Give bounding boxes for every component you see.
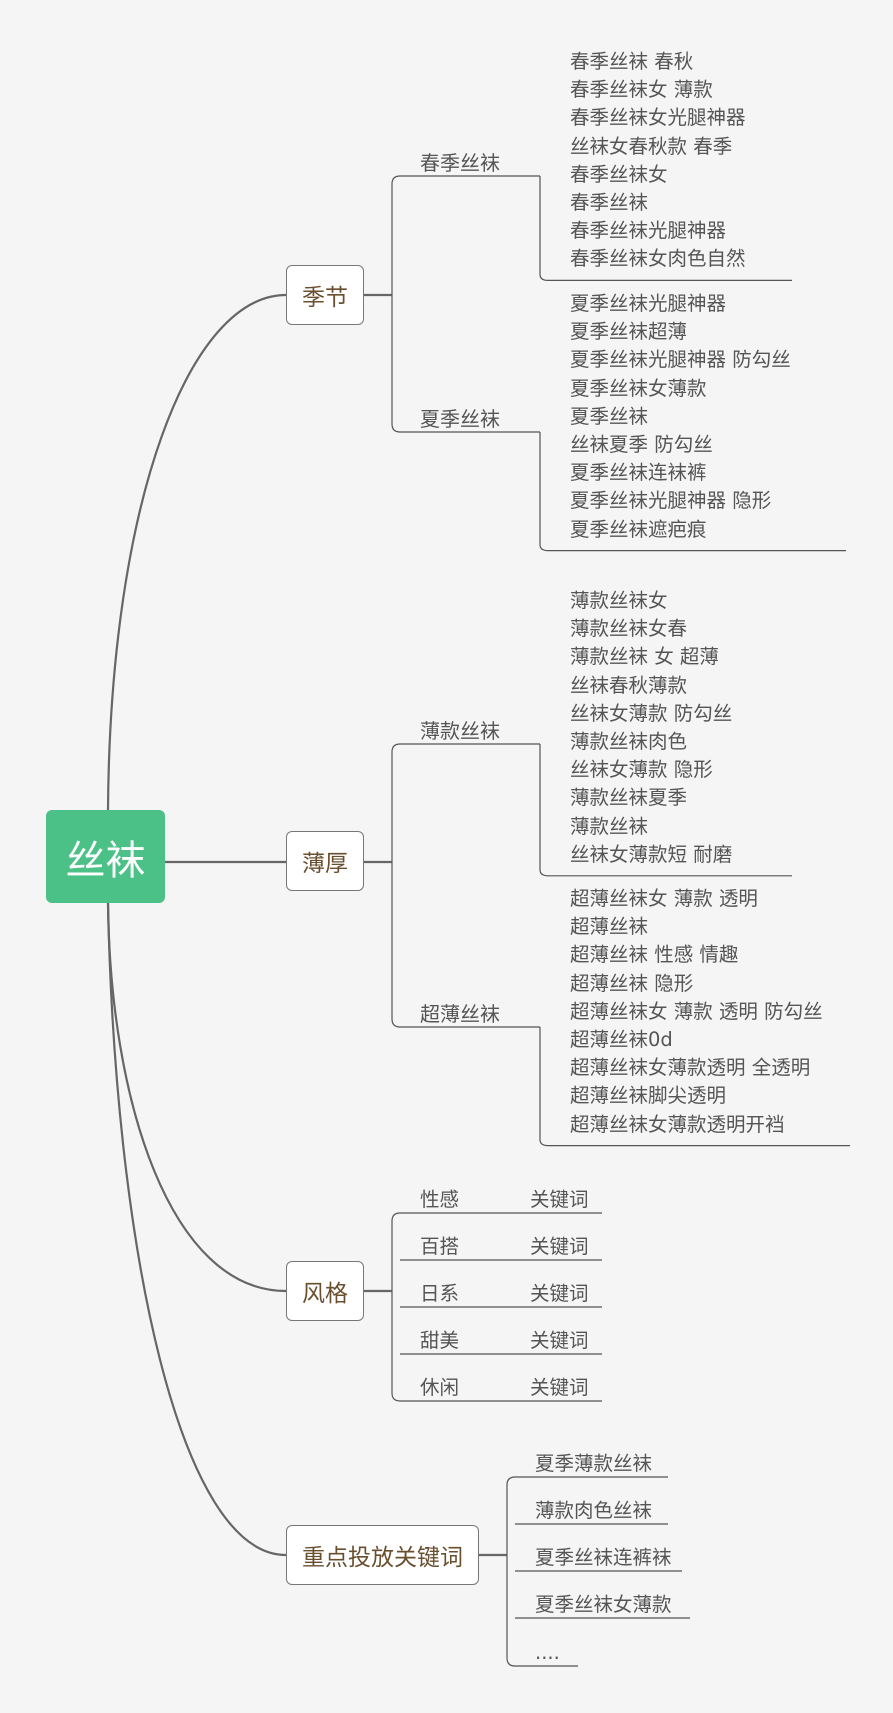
style-keyword: 关键词 <box>530 1188 589 1211</box>
keyterm-item: 夏季丝袜女薄款 <box>535 1593 672 1616</box>
child-spine-line <box>539 744 549 877</box>
keyword-item: 超薄丝袜 隐形 <box>570 971 694 995</box>
keyterm-item: 夏季薄款丝袜 <box>535 1452 653 1475</box>
root-node[interactable]: 丝袜 <box>46 810 165 903</box>
keyword-item: 丝袜女薄款 防勾丝 <box>570 701 733 725</box>
branch-season[interactable]: 季节 <box>286 265 364 325</box>
keyword-item: 薄款丝袜肉色 <box>570 730 688 753</box>
sub-spine-line <box>391 175 401 433</box>
keyword-item: 春季丝袜女光腿神器 <box>570 106 746 130</box>
keyword-item: 超薄丝袜女薄款透明开裆 <box>570 1112 785 1136</box>
keyterm-item: 夏季丝袜连裤袜 <box>535 1546 672 1569</box>
root-label: 丝袜 <box>65 837 146 884</box>
keyterm-spine-line <box>506 1476 516 1667</box>
keyword-item: 春季丝袜光腿神器 <box>570 219 727 243</box>
keyword-item: 超薄丝袜女 薄款 透明 <box>570 887 758 910</box>
keyword-item: 春季丝袜 春秋 <box>570 50 694 73</box>
keyword-item: 超薄丝袜女 薄款 透明 防勾丝 <box>570 999 823 1023</box>
keyword-item: 薄款丝袜女春 <box>570 617 688 641</box>
keyword-item: 薄款丝袜夏季 <box>570 786 688 810</box>
keyword-item: 夏季丝袜女薄款 <box>570 376 707 400</box>
keyword-item: 夏季丝袜连袜裤 <box>570 461 707 485</box>
branch-thickness[interactable]: 薄厚 <box>286 831 364 891</box>
style-label: 性感 <box>420 1188 460 1211</box>
keyword-item: 夏季丝袜光腿神器 <box>570 292 727 315</box>
branch-label: 重点投放关键词 <box>302 1545 463 1571</box>
keyword-item: 薄款丝袜女 <box>570 589 668 612</box>
keyword-item: 超薄丝袜女薄款透明 全透明 <box>570 1056 811 1080</box>
keyword-item: 超薄丝袜脚尖透明 <box>570 1084 727 1108</box>
keyword-item: 夏季丝袜遮疤痕 <box>570 517 707 541</box>
keyword-item: 夏季丝袜超薄 <box>570 320 688 344</box>
keyword-item: 丝袜女春秋款 春季 <box>570 134 733 158</box>
branch-label: 季节 <box>302 285 348 311</box>
subtopic-label: 春季丝袜 <box>420 151 500 175</box>
root-to-style-line <box>106 902 287 1293</box>
sub-spine-line <box>391 743 401 1028</box>
keyword-item: 薄款丝袜 <box>570 814 649 838</box>
style-keyword: 关键词 <box>530 1376 589 1399</box>
style-label: 休闲 <box>420 1376 460 1399</box>
keyterm-item: .... <box>535 1641 560 1664</box>
branch-key-terms[interactable]: 重点投放关键词 <box>286 1525 479 1585</box>
style-label: 百搭 <box>420 1235 460 1258</box>
keyword-item: 夏季丝袜光腿神器 隐形 <box>570 489 772 513</box>
keyword-item: 超薄丝袜 性感 情趣 <box>570 943 739 967</box>
keyword-item: 薄款丝袜 女 超薄 <box>570 645 719 669</box>
keyword-item: 春季丝袜女 薄款 <box>570 78 713 102</box>
keyword-item: 夏季丝袜光腿神器 防勾丝 <box>570 348 791 372</box>
style-spine-line <box>391 1212 401 1402</box>
child-spine-line <box>539 1027 549 1147</box>
branch-label: 薄厚 <box>302 851 348 877</box>
branch-style[interactable]: 风格 <box>286 1261 364 1321</box>
keyword-item: 丝袜春秋薄款 <box>570 673 688 697</box>
style-keyword: 关键词 <box>530 1235 589 1258</box>
keyword-item: 超薄丝袜 <box>570 915 649 939</box>
keyword-item: 丝袜女薄款短 耐磨 <box>570 842 733 866</box>
root-to-season-line <box>106 293 287 811</box>
child-spine-line <box>539 176 549 281</box>
keyword-item: 春季丝袜女 <box>570 162 668 186</box>
keyword-item: 春季丝袜 <box>570 191 649 214</box>
keyword-item: 春季丝袜女肉色自然 <box>570 247 746 271</box>
subtopic-label: 超薄丝袜 <box>420 1002 500 1026</box>
root-to-keyterms-line <box>106 902 287 1557</box>
keyword-item: 夏季丝袜 <box>570 404 649 428</box>
style-keyword: 关键词 <box>530 1329 589 1352</box>
style-label: 日系 <box>420 1282 460 1305</box>
subtopic-label: 夏季丝袜 <box>420 407 500 431</box>
keyword-item: 丝袜女薄款 隐形 <box>570 758 713 782</box>
style-label: 甜美 <box>420 1329 460 1352</box>
child-spine-line <box>539 432 549 552</box>
keyword-item: 丝袜夏季 防勾丝 <box>570 433 713 456</box>
style-keyword: 关键词 <box>530 1282 589 1305</box>
subtopic-label: 薄款丝袜 <box>420 719 500 743</box>
keyterm-item: 薄款肉色丝袜 <box>535 1499 653 1522</box>
branch-label: 风格 <box>302 1281 348 1307</box>
keyword-item: 超薄丝袜0d <box>570 1028 673 1051</box>
